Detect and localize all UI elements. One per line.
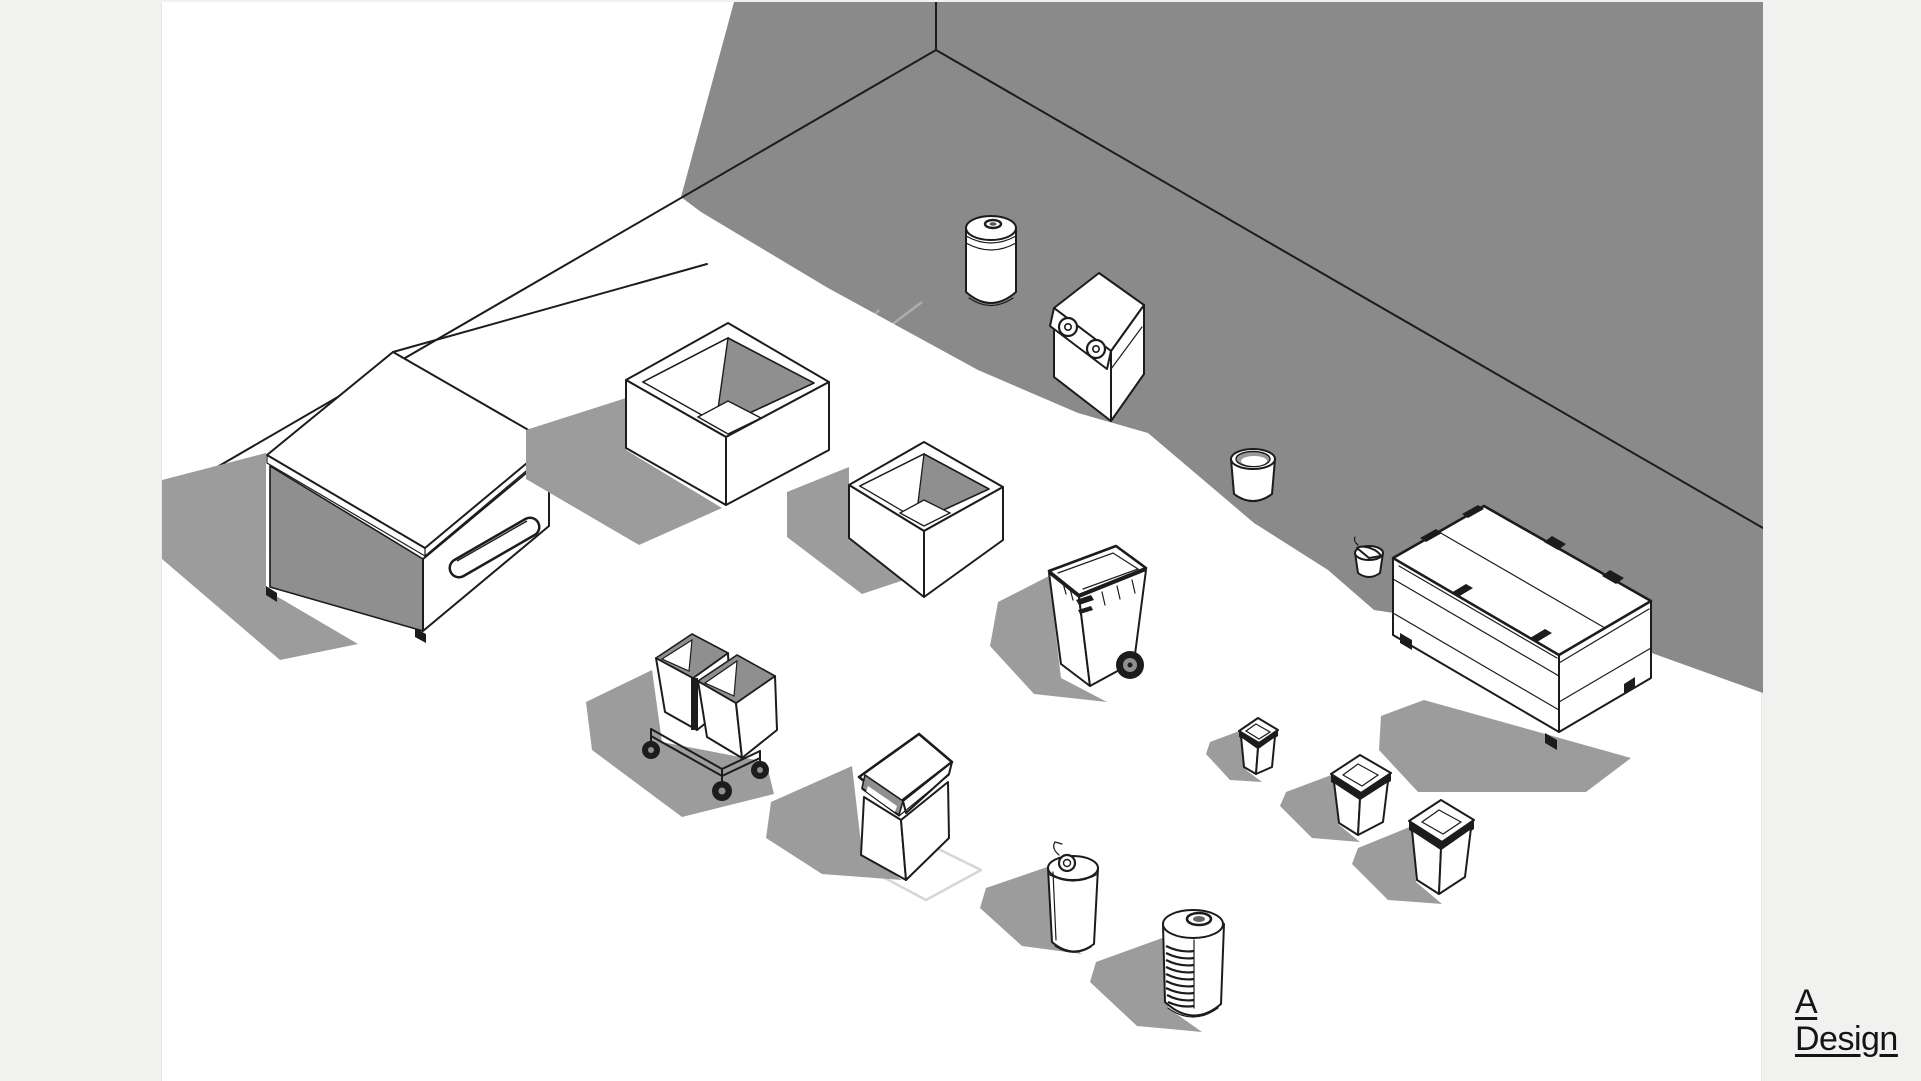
left-wall-base-line [392,263,708,353]
3d-scene [162,2,1763,1032]
right-wall-base-line [935,49,1763,529]
open-top-container-large[interactable] [526,322,830,545]
small-lidded-cup-bin[interactable] [1353,536,1384,578]
open-bucket-bin[interactable] [1230,448,1276,503]
viewport-canvas[interactable] [161,2,1763,1081]
left-floor-edge-line [162,49,937,500]
step-on-can[interactable] [980,841,1099,954]
swing-top-bin-large[interactable] [1352,799,1475,904]
swing-top-bin-medium[interactable] [1280,754,1392,842]
double-bin-cleaning-cart[interactable] [586,633,778,817]
swing-top-bin-small[interactable] [1206,717,1279,782]
two-wheel-cart-bin[interactable] [990,544,1148,702]
lidded-cylindrical-can[interactable] [965,215,1017,307]
roll-off-dumpster[interactable] [1379,504,1653,792]
slatted-ash-urn[interactable] [1090,909,1225,1032]
open-top-container-small[interactable] [787,441,1004,598]
recycling-drop-box[interactable] [1049,272,1145,422]
front-load-dumpster[interactable] [162,351,552,660]
branding-watermark: A Design [1795,983,1901,1059]
dome-top-receptacle[interactable] [766,732,983,902]
a-design-link[interactable]: A Design [1795,983,1898,1059]
